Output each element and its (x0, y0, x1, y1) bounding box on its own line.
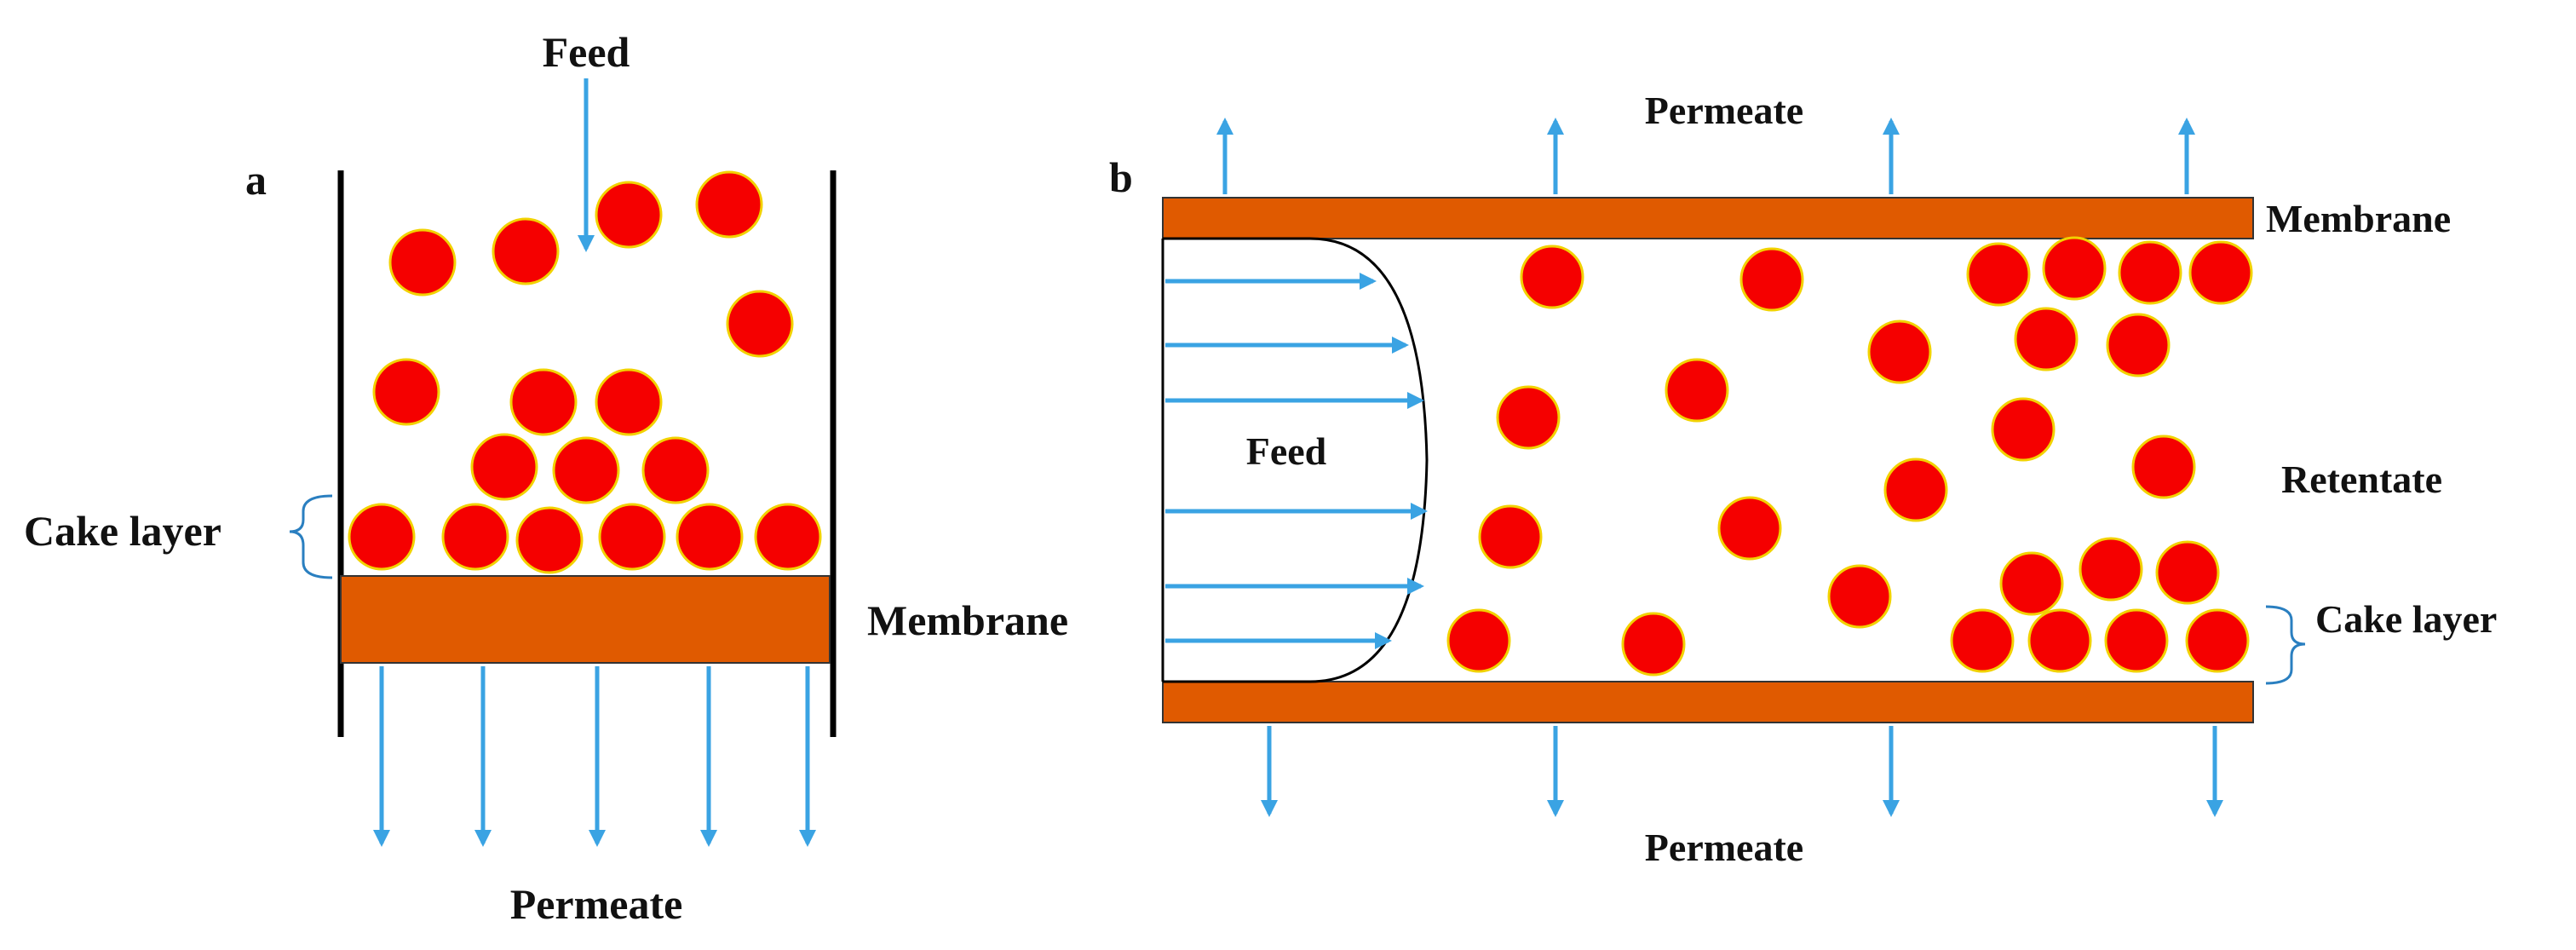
particle (509, 368, 578, 436)
particle (695, 170, 763, 239)
particle (2027, 608, 2092, 673)
panel-b-membrane-label: Membrane (2266, 197, 2451, 240)
panel-b-cake-label: Cake layer (2315, 597, 2497, 641)
particle (2042, 236, 2107, 301)
panel-a-cake-label: Cake layer (24, 507, 221, 555)
particle (2106, 313, 2171, 377)
particle (2188, 240, 2253, 305)
panel-a-permeate-arrows (373, 666, 816, 847)
panel-b-permeate-bottom-label: Permeate (1645, 826, 1803, 869)
particle (2118, 240, 2182, 305)
panel-b-retentate-label: Retentate (2281, 458, 2442, 501)
panel-b-permeate-down-arrows (1261, 726, 2223, 817)
particle (1867, 320, 1932, 384)
particle (1478, 504, 1543, 569)
panel-b-cake-brace (2265, 605, 2306, 685)
particle (388, 228, 457, 297)
particle (1966, 242, 2031, 307)
panel-b-flow-arrows (1165, 273, 1428, 649)
particle (1621, 612, 1686, 677)
particle (2131, 435, 2196, 499)
panel-b-letter: b (1109, 153, 1133, 201)
panel-a-dead-end: a Feed Membrane Cake layer Permeate (24, 28, 1068, 928)
particle (1520, 245, 1584, 309)
panel-a-letter: a (245, 156, 267, 204)
particle (348, 503, 416, 571)
particle (1665, 358, 1729, 423)
panel-b-permeate-up-arrows (1216, 118, 2195, 194)
particle (492, 217, 560, 285)
particle (470, 433, 538, 501)
particle (595, 181, 663, 249)
panel-b-top-membrane (1162, 197, 2254, 239)
particle (1446, 608, 1511, 673)
particle (2185, 608, 2250, 673)
particle (598, 503, 666, 571)
particle (2079, 537, 2143, 602)
particle (1999, 551, 2064, 616)
panel-b-velocity-profile (1163, 237, 1429, 683)
particle (1950, 608, 2015, 673)
particle (595, 368, 663, 436)
panel-b-bottom-membrane (1162, 681, 2254, 723)
particle (515, 506, 584, 574)
panel-a-permeate-label: Permeate (510, 880, 683, 928)
panel-b-cross-flow: b Permeate Membrane Feed Retentate Cake … (1109, 89, 2497, 869)
panel-a-particles (348, 170, 822, 574)
particle (676, 503, 744, 571)
particle (1496, 385, 1561, 450)
particle (1883, 458, 1948, 522)
panel-a-feed-label: Feed (543, 28, 630, 76)
particle (1827, 564, 1892, 629)
panel-a-membrane (340, 575, 831, 664)
particle (2155, 540, 2220, 605)
panel-b-particles (1446, 236, 2253, 677)
panel-b-feed-label: Feed (1246, 429, 1327, 473)
particle (1739, 247, 1804, 312)
panel-b-permeate-top-label: Permeate (1645, 89, 1803, 132)
particle (2104, 608, 2169, 673)
particle (754, 503, 822, 571)
panel-a-cake-brace (289, 494, 333, 579)
particle (1991, 397, 2056, 462)
particle (641, 436, 710, 504)
particle (1717, 496, 1782, 561)
particle (2014, 307, 2079, 371)
panel-a-membrane-label: Membrane (867, 596, 1068, 644)
particle (726, 290, 794, 358)
particle (372, 358, 440, 426)
particle (552, 436, 620, 504)
particle (441, 503, 509, 571)
